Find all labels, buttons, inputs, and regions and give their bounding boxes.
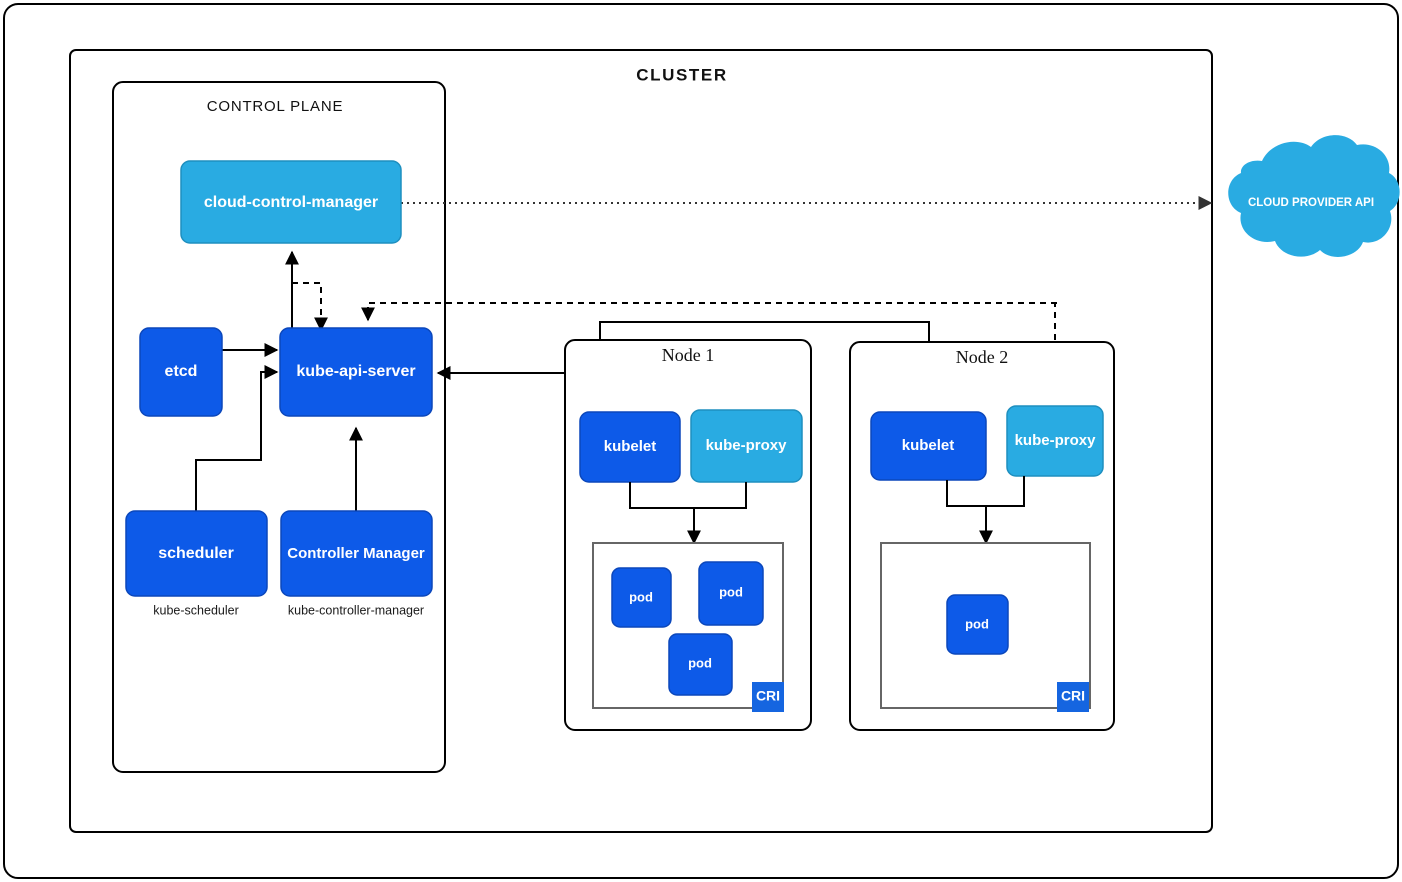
component-kube-api-server-label: kube-api-server: [296, 363, 415, 380]
node-1-pod-2[interactable]: [698, 561, 764, 626]
node-2-cri-badge: [1057, 682, 1089, 712]
node-2-kubelet[interactable]: [870, 411, 987, 481]
component-scheduler-sublabel: kube-scheduler: [153, 603, 238, 617]
component-controller-manager-sublabel: kube-controller-manager: [288, 603, 424, 617]
control-plane-boundary: [112, 81, 446, 773]
component-scheduler-label: scheduler: [158, 545, 234, 562]
component-etcd-label: etcd: [165, 363, 198, 380]
node-2-kube-proxy-label: kube-proxy: [1015, 432, 1097, 449]
node-1-cri-badge: [752, 682, 784, 712]
component-cloud-control-manager-label: cloud-control-manager: [204, 194, 378, 211]
node-1-label: Node 1: [662, 345, 715, 365]
node-2-pod-1[interactable]: [946, 594, 1009, 655]
node-2-pod-1-label: pod: [965, 616, 989, 631]
cloud-provider-api-label: CLOUD PROVIDER API: [1248, 197, 1374, 209]
component-kube-api-server[interactable]: [279, 327, 433, 417]
control-plane-label: CONTROL PLANE: [207, 98, 344, 115]
connector-node1-to-container: [629, 482, 747, 509]
connector-scheduler-to-api: [195, 365, 279, 513]
node-1-pod-2-label: pod: [719, 584, 743, 599]
node-1-pod-3[interactable]: [668, 633, 733, 696]
component-controller-manager[interactable]: [280, 510, 433, 597]
cluster-title: CLUSTER: [636, 65, 727, 84]
node-2-kube-proxy[interactable]: [1006, 405, 1104, 477]
node-1-cri-label: CRI: [756, 688, 780, 704]
component-cloud-control-manager[interactable]: [180, 160, 402, 244]
component-etcd[interactable]: [139, 327, 223, 417]
node-2-kubelet-label: kubelet: [902, 437, 955, 454]
component-scheduler[interactable]: [125, 510, 268, 597]
node-2-cri-label: CRI: [1061, 688, 1085, 704]
node-1-pod-1[interactable]: [611, 567, 672, 628]
node-1-kubelet-label: kubelet: [604, 438, 657, 455]
component-controller-manager-label: Controller Manager: [287, 545, 425, 562]
node-1-pod-1-label: pod: [629, 589, 653, 604]
node-1-kube-proxy-label: kube-proxy: [706, 437, 788, 454]
cloud-provider-api[interactable]: CLOUD PROVIDER API: [1228, 135, 1400, 257]
node-1-pod-3-label: pod: [688, 655, 712, 670]
connector-ccm-to-api: [292, 282, 328, 332]
node-2-label: Node 2: [956, 347, 1009, 367]
cloud-shape: [1228, 135, 1400, 257]
